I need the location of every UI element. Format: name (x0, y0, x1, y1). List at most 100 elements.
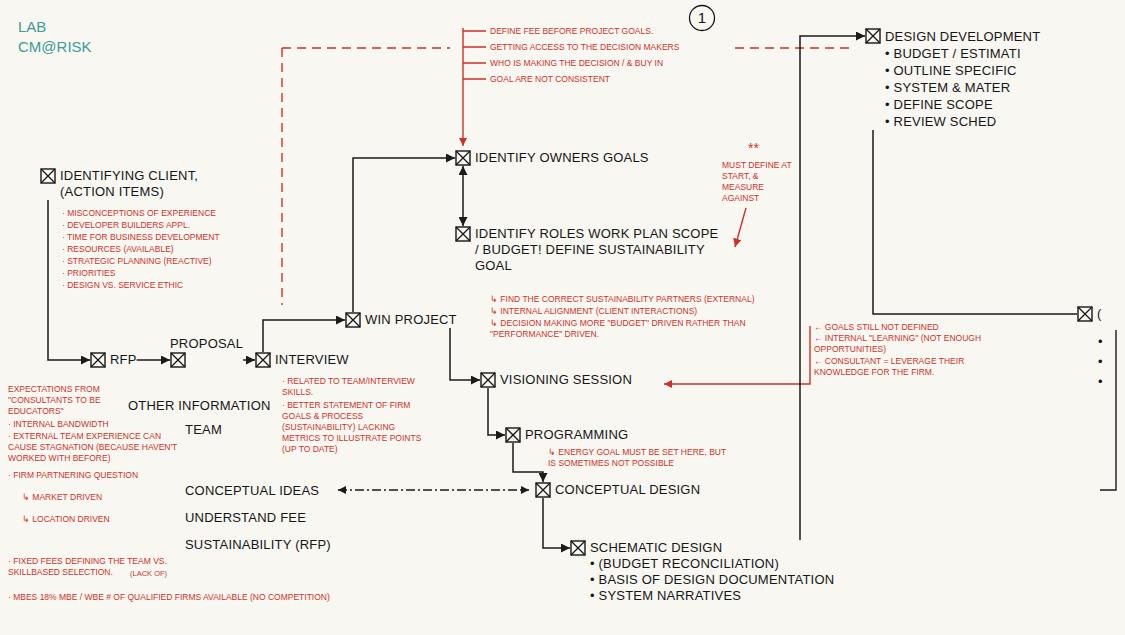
sketch-label: SUSTAINABILITY (RFP) (185, 537, 331, 553)
flow-connector (137, 359, 170, 361)
note-text: · PRIORITIES (62, 268, 115, 279)
dash-dot-arrow (338, 489, 529, 490)
note-bracket (664, 326, 810, 384)
note-leader (463, 31, 486, 79)
note-text: ← GOALS STILL NOT DEFINED (814, 322, 1014, 333)
note-text: · MBES 18% MBE / WBE # OF QUALIFIED FIRM… (8, 592, 330, 603)
item-title: SCHEMATIC DESIGN (590, 540, 722, 556)
note-text: MUST DEFINE AT START, & MEASURE AGAINST (722, 160, 796, 204)
checkbox-mark (40, 168, 56, 184)
note-text: ↳ DECISION MAKING MORE "BUDGET" DRIVEN R… (490, 318, 790, 340)
flow-connector (543, 498, 570, 548)
checkbox-item: PROGRAMMING (505, 427, 628, 443)
item-title: WIN PROJECT (365, 312, 457, 328)
checkbox-item: RFP (90, 352, 137, 368)
flow-connector (263, 320, 345, 352)
note-text: · DEVELOPER BUILDERS APPL. (62, 220, 190, 231)
item-title: CONCEPTUAL DESIGN (555, 482, 700, 498)
checkbox-item: SCHEMATIC DESIGN• (BUDGET RECONCILIATION… (570, 540, 834, 604)
callout-number: 1 (698, 10, 707, 26)
item-title: ( (1097, 306, 1102, 322)
note-text: (LACK OF) (130, 569, 167, 578)
flow-connector (873, 130, 1077, 314)
checkbox-mark (570, 540, 586, 556)
note-text: · FIXED FEES DEFINING THE TEAM VS. SKILL… (8, 556, 208, 578)
item-bullet: • SYSTEM NARRATIVES (590, 588, 834, 604)
item-bullet: • DEFINE SCOPE (885, 96, 1040, 113)
checkbox-item: DESIGN DEVELOPMENT• BUDGET / ESTIMATI• O… (865, 28, 1040, 130)
checkbox-mark (90, 352, 106, 368)
checkbox-item: INTERVIEW (255, 352, 349, 368)
stamp-text: CM@RISK (18, 38, 92, 56)
item-title: INTERVIEW (275, 352, 349, 368)
flow-connector (353, 158, 455, 312)
item-title: IDENTIFY ROLES WORK PLAN SCOPE / BUDGET!… (475, 226, 725, 274)
checkbox-item: IDENTIFY OWNERS GOALS (455, 150, 649, 166)
note-text: · RESOURCES (AVAILABLE) (62, 244, 174, 255)
note-text: ← INTERNAL "LEARNING" (NOT ENOUGH OPPORT… (814, 333, 1014, 355)
sketch-label: CONCEPTUAL IDEAS (185, 483, 319, 499)
sketch-label: • (1098, 374, 1103, 390)
checkbox-mark (865, 28, 881, 44)
note-text: · DESIGN VS. SERVICE ETHIC (62, 280, 183, 291)
item-bullet: • (BUDGET RECONCILIATION) (590, 556, 834, 572)
note-text: DEFINE FEE BEFORE PROJECT GOALS. (490, 26, 653, 37)
flow-connector (450, 328, 480, 380)
checkbox-item: PROPOSAL (170, 336, 243, 368)
checkbox-mark (345, 312, 361, 328)
checkbox-mark (1077, 306, 1093, 322)
note-text: GETTING ACCESS TO THE DECISION MAKERS (490, 42, 679, 53)
note-text: ↳ FIND THE CORRECT SUSTAINABILITY PARTNE… (490, 294, 790, 305)
checkbox-mark (480, 372, 496, 388)
checkbox-item: VISIONING SESSION (480, 372, 632, 388)
note-text: ↳ ENERGY GOAL MUST BE SET HERE, BUT IS S… (548, 447, 728, 469)
checkbox-item: IDENTIFYING CLIENT, (ACTION ITEMS) (40, 168, 250, 200)
checkbox-mark (455, 226, 471, 242)
item-bullet: • REVIEW SCHED (885, 113, 1040, 130)
note-text: ↳ MARKET DRIVEN (22, 492, 102, 503)
note-text: · TIME FOR BUSINESS DEVELOPMENT (62, 232, 220, 243)
sketch-label: TEAM (185, 422, 222, 438)
item-title: PROGRAMMING (525, 427, 628, 443)
checkbox-mark (170, 352, 186, 368)
note-leader (462, 28, 463, 146)
checkbox-item: CONCEPTUAL DESIGN (535, 482, 700, 498)
callout-circle: 1 (688, 4, 716, 32)
item-bullet: • BUDGET / ESTIMATI (885, 45, 1040, 62)
note-text: WHO IS MAKING THE DECISION / & BUY IN (490, 58, 663, 69)
stamp-text: LAB (18, 18, 46, 36)
flow-connector (488, 388, 505, 435)
note-text: ↳ LOCATION DRIVEN (22, 514, 110, 525)
sketch-label: • (1098, 354, 1103, 370)
note-text: · INTERNAL BANDWIDTH (8, 419, 178, 430)
item-title: VISIONING SESSION (500, 372, 632, 388)
note-text: EXPECTATIONS FROM "CONSULTANTS TO BE EDU… (8, 384, 123, 417)
checkbox-mark (455, 150, 471, 166)
item-title: IDENTIFY OWNERS GOALS (475, 150, 649, 166)
checkbox-mark (535, 482, 551, 498)
sketch-label: UNDERSTAND FEE (185, 510, 306, 526)
note-text: · MISCONCEPTIONS OF EXPERIENCE (62, 208, 216, 219)
checkbox-item: WIN PROJECT (345, 312, 457, 328)
sketch-label: OTHER INFORMATION (128, 398, 271, 414)
item-bullet: • OUTLINE SPECIFIC (885, 62, 1040, 79)
item-title: DESIGN DEVELOPMENT (885, 28, 1040, 45)
note-text: GOAL ARE NOT CONSISTENT (490, 74, 610, 85)
note-text: ← CONSULTANT = LEVERAGE THEIR KNOWLEDGE … (814, 356, 1014, 378)
sketch-label: • (1098, 334, 1103, 350)
note-text: · FIRM PARTNERING QUESTION (8, 470, 138, 481)
checkbox-mark (255, 352, 271, 368)
note-text: · RELATED TO TEAM/INTERVIEW SKILLS. (282, 376, 432, 398)
note-leader (735, 208, 746, 247)
flow-connector (462, 166, 464, 226)
checkbox-item: ( (1077, 306, 1102, 322)
note-text: · STRATEGIC PLANNING (REACTIVE) (62, 256, 212, 267)
note-text: ** (748, 140, 759, 156)
flow-connector (800, 36, 865, 540)
dashed-border (282, 48, 850, 305)
item-bullet: • BASIS OF DESIGN DOCUMENTATION (590, 572, 834, 588)
item-title: IDENTIFYING CLIENT, (ACTION ITEMS) (60, 168, 250, 200)
